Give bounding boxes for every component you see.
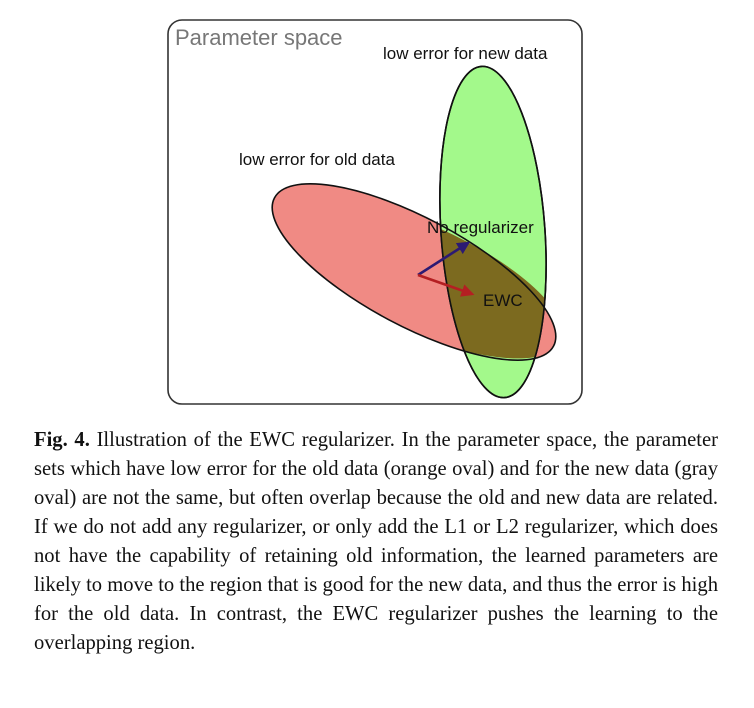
new-data-region-outline [439,65,547,399]
ewc-diagram: Parameter space low error for new data l… [167,19,583,405]
old-data-region-outline [271,183,557,361]
ewc-arrow [417,273,475,297]
ewc-label: EWC [483,291,523,310]
parameter-space-title: Parameter space [175,25,343,50]
caption-label: Fig. 4. [34,429,90,451]
no-regularizer-label: No regularizer [427,218,534,237]
caption-text: Illustration of the EWC regularizer. In … [34,429,718,654]
no-regularizer-arrow [417,241,471,277]
new-data-label: low error for new data [383,44,548,63]
old-data-label: low error for old data [239,150,395,169]
figure-caption: Fig. 4. Illustration of the EWC regulari… [34,426,718,658]
